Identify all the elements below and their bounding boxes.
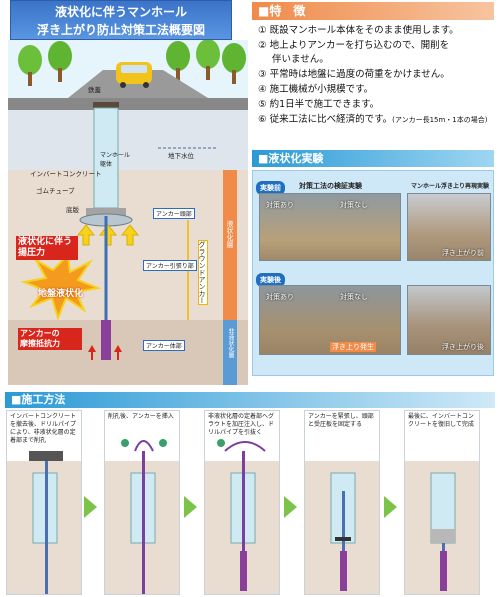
features-heading: ■特 徴 xyxy=(252,2,494,20)
label-manhole-body: マンホール 躯体 xyxy=(100,152,131,168)
features-list: ① 既設マンホール本体をそのまま使用します。 ② 地上よりアンカーを打ち込むので… xyxy=(258,24,498,128)
label-base-slab: 底版 xyxy=(66,206,79,214)
construction-step-4: アンカーを緊張し、頭部と受圧板を固定する xyxy=(304,410,380,595)
label-anchor-resist: アンカーの 摩擦抵抗力 xyxy=(18,328,82,350)
construction-step-1: インバートコンクリートを撤去後、ドリルパイプにより、非液状化層の定着部まで削孔 xyxy=(6,410,82,595)
label-cover: 鉄蓋 xyxy=(88,86,101,94)
label-rubber-tube: ゴムチューブ xyxy=(36,187,75,195)
liquefaction-burst-icon xyxy=(20,252,102,322)
col1-caption: 対策工法の検証実験 xyxy=(299,182,362,190)
before-badge: 実験前 xyxy=(256,181,285,195)
drill-rig-icon xyxy=(29,451,63,461)
label-non-liq-layer: 非液状化層 xyxy=(227,328,234,358)
label-groundwater: 地下水位 xyxy=(168,152,194,160)
feature-item: ② 地上よりアンカーを打ち込むので、開削を伴いません。 xyxy=(258,40,450,65)
construction-step-5: 最後に、インバートコンクリートを復旧して完成 xyxy=(404,410,480,595)
feature-item: ① 既設マンホール本体をそのまま使用します。 xyxy=(258,25,459,36)
construction-step-2: 削孔後、アンカーを挿入 xyxy=(104,410,180,595)
label-anchor-tension: アンカー引張り部 xyxy=(143,260,197,271)
manhole-cross-section: 鉄蓋 マンホール 躯体 地下水位 インバートコンクリート ゴムチューブ 底版 ア… xyxy=(8,40,248,385)
uplift-arrows-icon xyxy=(76,224,140,246)
label-liquefaction: 地盤液状化 xyxy=(38,289,84,299)
photo-after-float: 浮き上がり後 xyxy=(407,285,491,355)
step-arrow-icon xyxy=(284,496,297,518)
tree-icon xyxy=(18,40,246,86)
step-arrow-icon xyxy=(184,496,197,518)
label-anchor-body: アンカー体部 xyxy=(143,340,185,351)
diagram-title-line2: 浮き上がり防止対策工法概要図 xyxy=(36,23,205,37)
col2-caption: マンホール浮き上り再現実験 xyxy=(411,183,490,190)
worker-icon xyxy=(217,439,225,447)
worker-icon xyxy=(159,439,167,447)
feature-item: ④ 施工機械が小規模です。 xyxy=(258,84,374,95)
photo-before-float: 浮き上がり前 xyxy=(407,193,491,261)
resistance-arrows-icon xyxy=(88,345,122,360)
step-arrow-icon xyxy=(84,496,97,518)
photo-after-measure: 対策あり 対策なし 浮き上り発生 xyxy=(259,285,401,355)
label-anchor-head: アンカー頭部 xyxy=(153,208,195,219)
after-badge: 実験後 xyxy=(256,273,285,287)
label-liq-layer: 液状化層 xyxy=(226,220,234,248)
worker-icon xyxy=(121,439,129,447)
feature-item: ⑤ 約1日半で施工できます。 xyxy=(258,99,380,110)
liquefaction-panel: 実験前 対策工法の検証実験 マンホール浮き上り再現実験 対策あり 対策なし 浮き… xyxy=(252,170,494,376)
car-icon xyxy=(116,62,152,88)
diagram-title-line1: 液状化に伴うマンホール xyxy=(54,5,187,19)
liquefaction-heading: ■液状化実験 xyxy=(252,150,494,167)
label-uplift: 液状化に伴う 揚圧力 xyxy=(16,236,78,260)
feature-item: ③ 平常時は地盤に過度の荷重をかけません。 xyxy=(258,69,450,80)
label-invert: インバートコンクリート xyxy=(30,170,102,178)
label-ground-anchor: グラウンドアンカー xyxy=(198,240,208,305)
photo-before-measure: 対策あり 対策なし xyxy=(259,193,401,261)
step-arrow-icon xyxy=(384,496,397,518)
feature-item: ⑥ 従来工法に比べ経済的です。(アンカー長15m・1本の場合) xyxy=(258,114,488,125)
construction-heading: ■施工方法 xyxy=(5,392,495,408)
construction-step-3: 非液状化層の定着部へグラウトを加圧注入し、ドリルパイプを引抜く xyxy=(204,410,280,595)
diagram-title: 液状化に伴うマンホール 浮き上がり防止対策工法概要図 xyxy=(10,0,232,40)
